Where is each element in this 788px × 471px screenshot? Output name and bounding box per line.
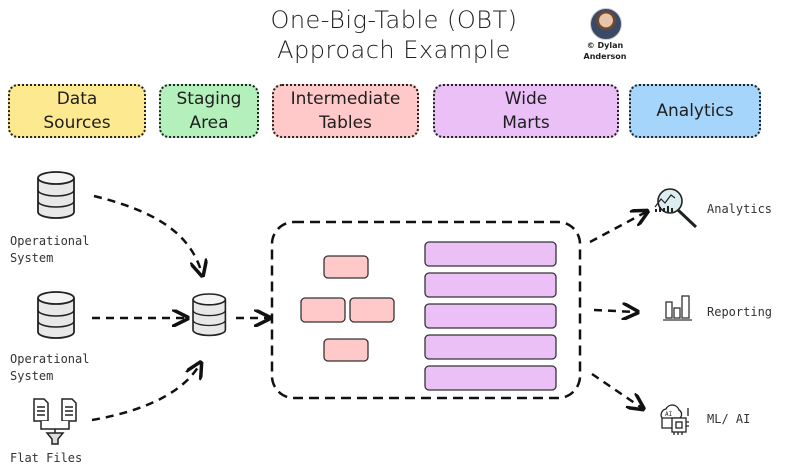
title-line-2: Approach Example [277, 36, 511, 64]
source-db-icon-2 [37, 291, 75, 339]
category-intermediate-tables: Intermediate Tables [272, 84, 419, 138]
wide-marts [424, 241, 557, 391]
arrow-files-staging [91, 364, 200, 422]
source-label-1: Operational System [10, 234, 90, 265]
staging-db-icon [192, 293, 227, 337]
author-name-2: Anderson [583, 52, 627, 61]
arrow-obt-reporting [593, 310, 636, 312]
output-label-ml-ai: ML/ AI [707, 412, 751, 426]
svg-text:AI: AI [665, 411, 673, 418]
source-db-icon-1 [37, 171, 75, 219]
arrow-obt-analytics [589, 212, 646, 244]
ai-chip-icon: AI [660, 404, 689, 435]
category-analytics: Analytics [629, 84, 761, 138]
obt-container [270, 220, 582, 400]
bar-chart-icon [663, 295, 692, 321]
arrow-obt-ml [591, 372, 642, 408]
category-staging-area: Staging Area [159, 84, 259, 138]
source-label-3: Flat Files [10, 451, 83, 465]
output-label-analytics: Analytics [707, 202, 773, 216]
category-data-sources: Data Sources [8, 84, 146, 138]
author-name-1: © Dylan [586, 41, 624, 50]
files-icon [33, 398, 77, 445]
author-avatar [590, 8, 622, 40]
title-line-1: One-Big-Table (OBT) [270, 6, 518, 34]
intermediate-tables [300, 255, 395, 362]
output-label-reporting: Reporting [707, 305, 773, 319]
arrow-source1-staging [93, 194, 202, 274]
category-wide-marts: Wide Marts [433, 84, 619, 138]
source-label-2: Operational System [10, 352, 90, 383]
magnifier-chart-icon [654, 188, 698, 229]
